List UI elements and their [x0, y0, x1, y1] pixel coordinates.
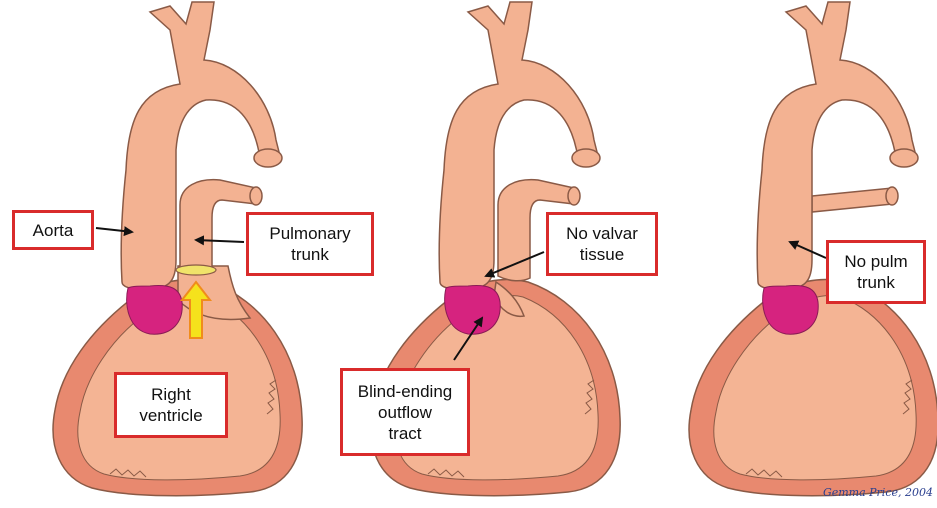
aorta-descending-end: [572, 149, 600, 167]
label-right-ventricle: Right ventricle: [114, 372, 228, 438]
label-aorta: Aorta: [12, 210, 94, 250]
pulmonary-branch: [812, 188, 892, 212]
pulmonary-branch-end: [568, 187, 580, 205]
label-pulmonary-trunk: Pulmonary trunk: [246, 212, 374, 276]
aorta-descending-end: [890, 149, 918, 167]
label-no-pulm-trunk: No pulm trunk: [826, 240, 926, 304]
pulmonary-branch-end: [886, 187, 898, 205]
pulmonary-trunk: [180, 180, 256, 272]
artist-signature: Gemma Price, 2004: [823, 486, 933, 499]
pulmonary-valve-ring: [176, 265, 216, 275]
aorta-descending-end: [254, 149, 282, 167]
pulmonary-branch-end: [250, 187, 262, 205]
label-blind-ending-outflow-tract: Blind-ending outflow tract: [340, 368, 470, 456]
label-no-valvar-tissue: No valvar tissue: [546, 212, 658, 276]
